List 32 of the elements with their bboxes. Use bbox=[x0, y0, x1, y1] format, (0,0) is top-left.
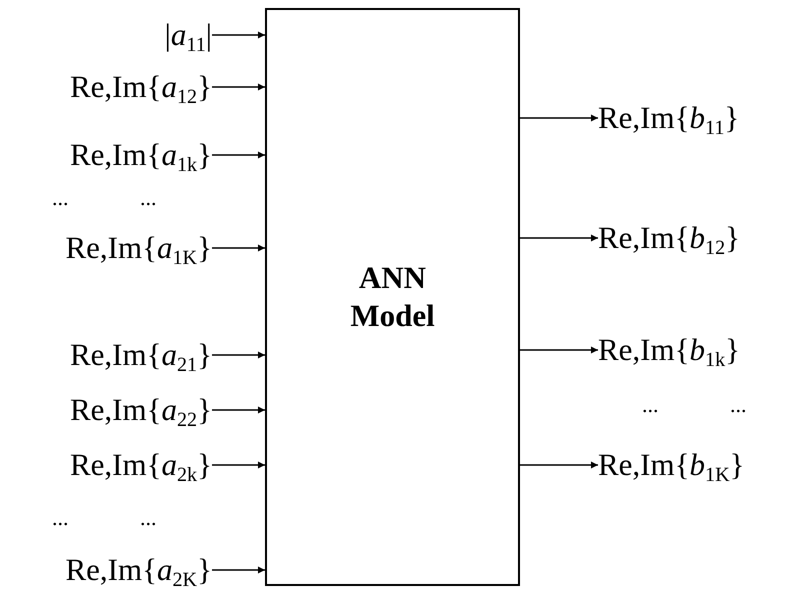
input-label: Re,Im{a$_{21}$} bbox=[70, 336, 212, 378]
arrow bbox=[212, 352, 265, 358]
output-label: Re,Im{b$_{11}$} bbox=[598, 99, 740, 142]
arrow bbox=[520, 234, 598, 242]
ellipsis-label: ... bbox=[140, 508, 156, 528]
input-label: Re,Im{a$_{2k}$} bbox=[70, 446, 212, 488]
ellipsis-label: ... bbox=[52, 188, 68, 208]
input-label: Re,Im{a$_{1k}$} bbox=[70, 136, 212, 178]
ellipsis-label: ... bbox=[730, 395, 746, 415]
arrow bbox=[212, 32, 265, 38]
input-label: Re,Im{a$_{1K}$} bbox=[65, 229, 212, 272]
arrow bbox=[212, 566, 265, 574]
output-label: Re,Im{b$_{12}$} bbox=[598, 219, 740, 262]
input-label: Re,Im{a$_{22}$} bbox=[70, 391, 212, 434]
model-box bbox=[265, 8, 520, 586]
arrow bbox=[212, 152, 265, 158]
ellipsis-label: ... bbox=[52, 508, 68, 528]
arrow bbox=[212, 406, 265, 414]
arrow bbox=[212, 84, 265, 90]
arrow bbox=[520, 462, 598, 468]
arrow bbox=[520, 346, 598, 354]
arrow bbox=[212, 244, 265, 252]
model-title: ANN Model bbox=[349, 259, 436, 335]
arrow bbox=[212, 462, 265, 468]
arrow bbox=[520, 114, 598, 122]
output-label: Re,Im{b$_{1K}$} bbox=[598, 446, 745, 488]
input-label: |a$_{11}$| bbox=[164, 16, 212, 58]
ellipsis-label: ... bbox=[642, 395, 658, 415]
output-label: Re,Im{b$_{1k}$} bbox=[598, 331, 740, 374]
input-label: Re,Im{a$_{12}$} bbox=[70, 68, 212, 110]
ellipsis-label: ... bbox=[140, 188, 156, 208]
input-label: Re,Im{a$_{2K}$} bbox=[65, 551, 212, 594]
